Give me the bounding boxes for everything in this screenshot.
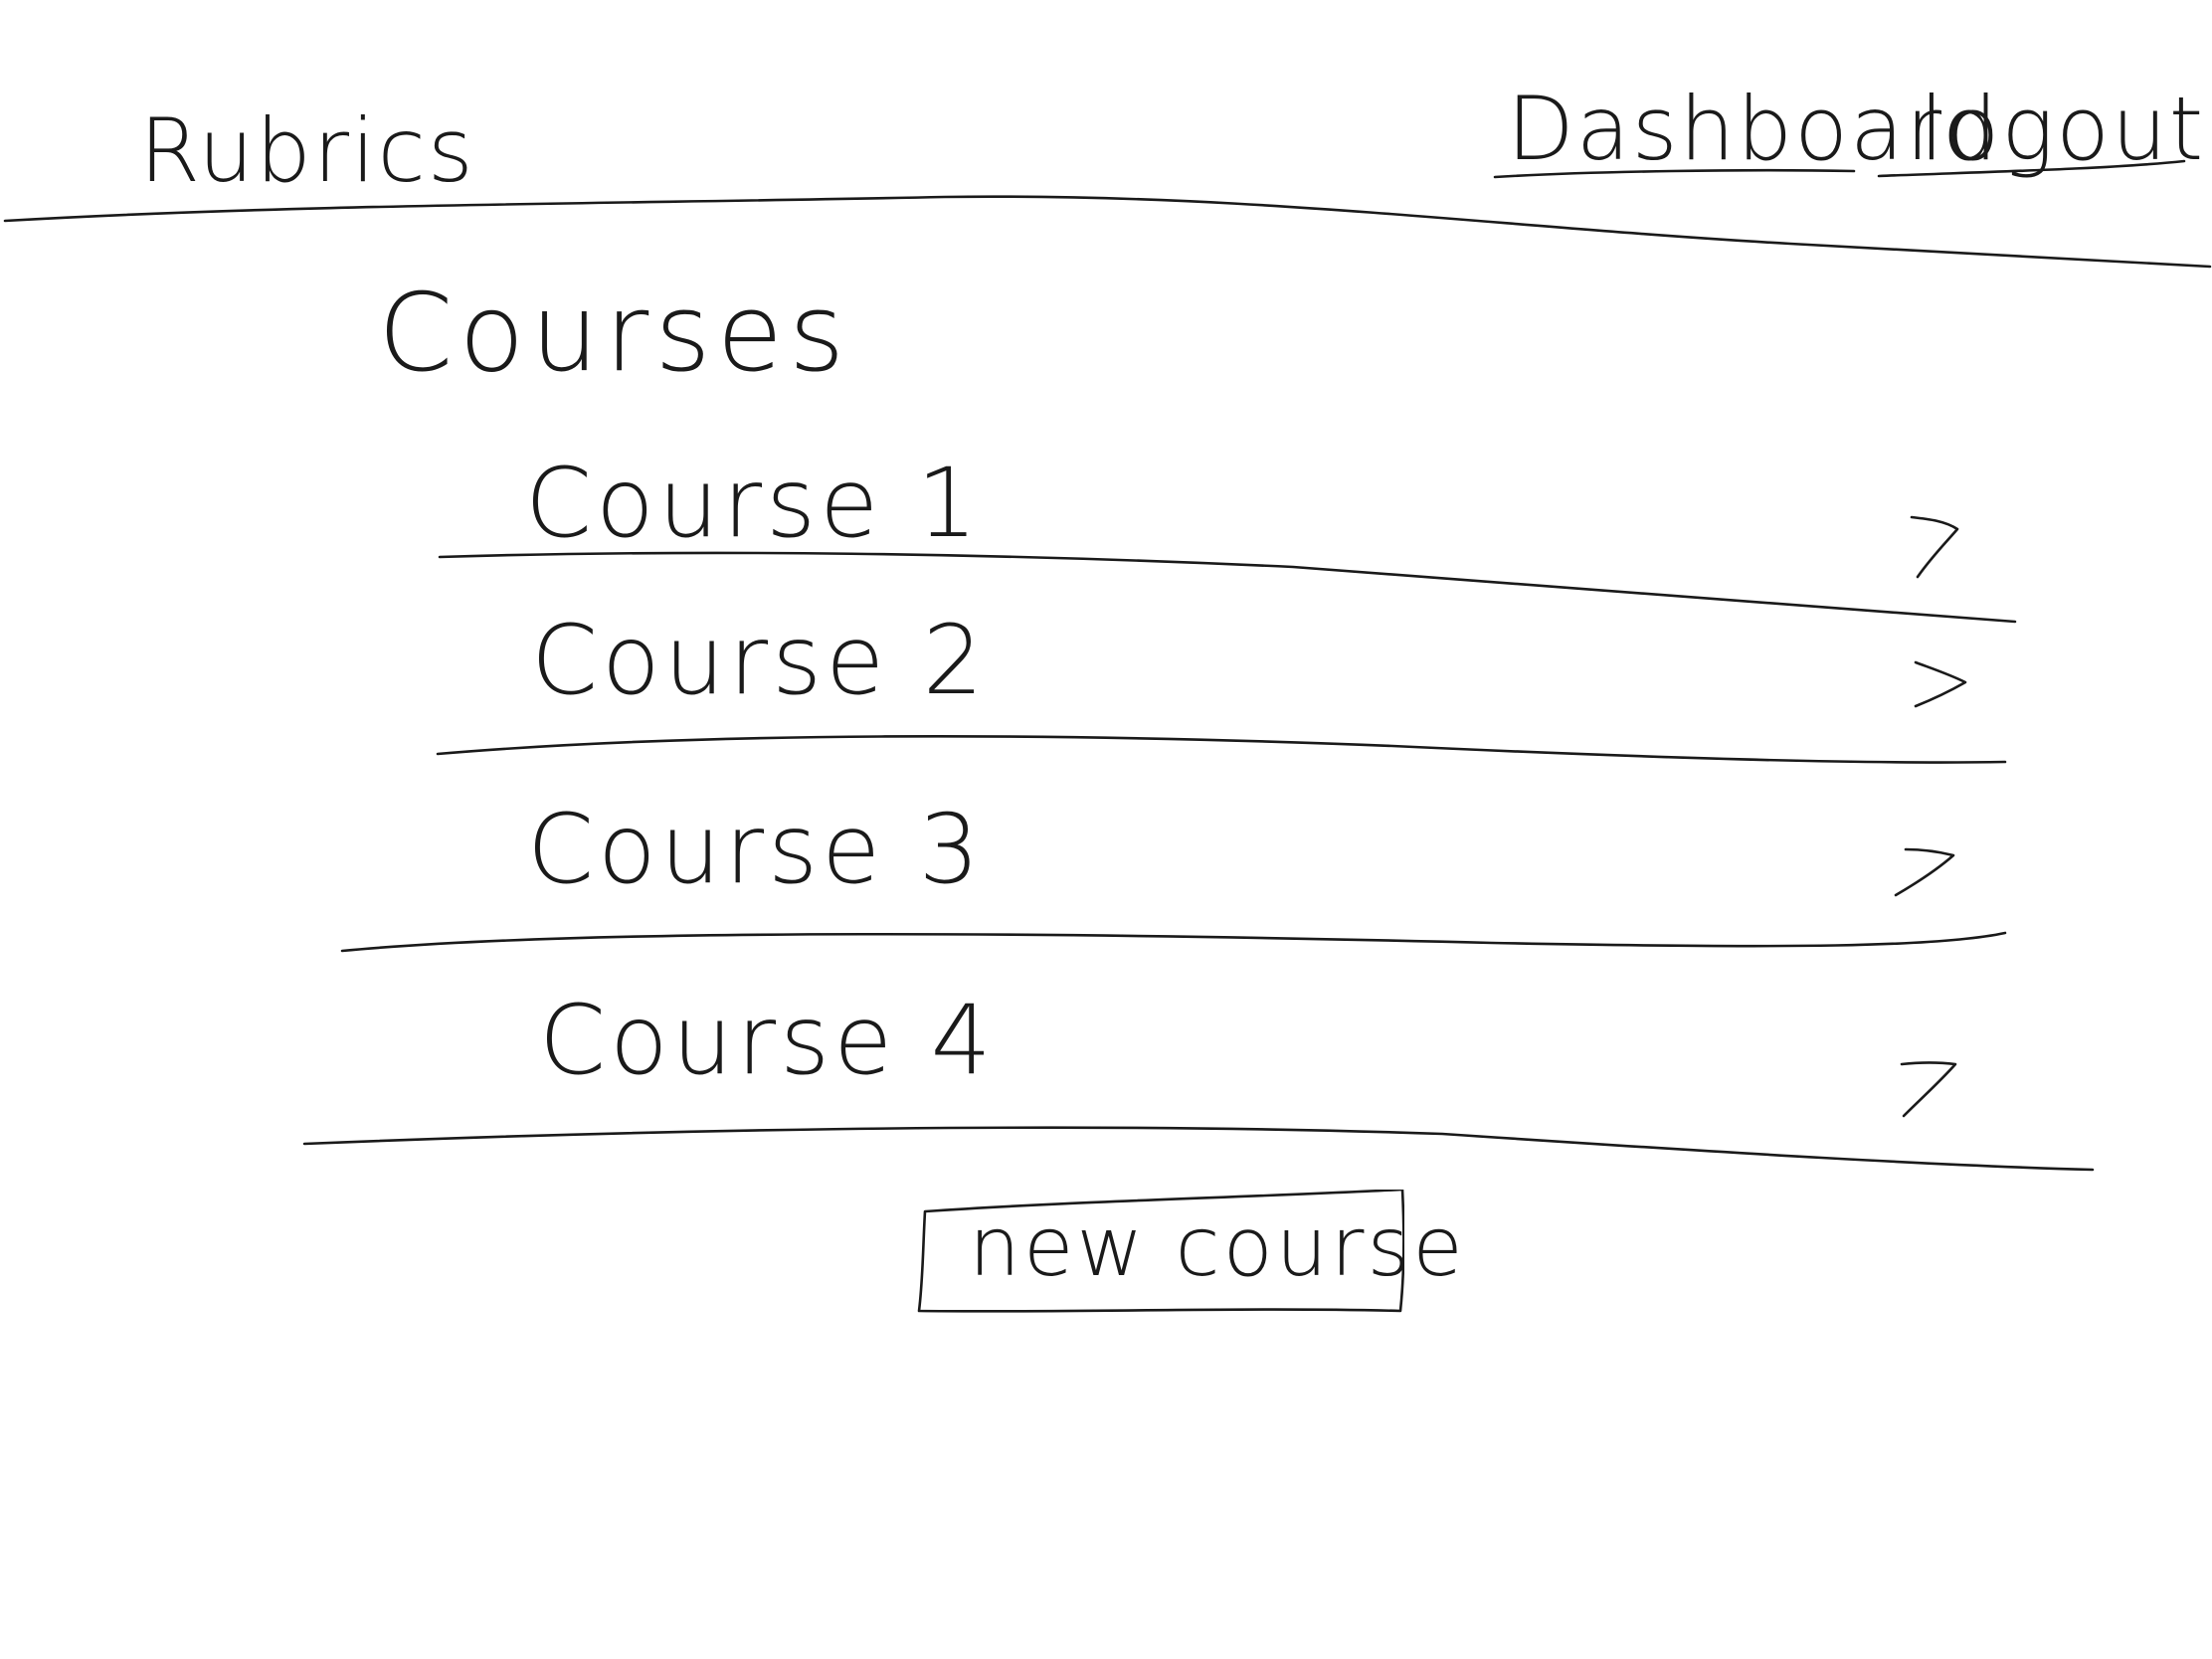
new-course-label: new course [969, 1200, 1466, 1295]
chevron-right-icon [1910, 507, 1969, 587]
course-label: Course 2 [531, 605, 988, 716]
row-divider-3 [340, 931, 2007, 953]
chevron-right-icon [1914, 656, 1973, 736]
row-divider-4 [302, 1126, 2095, 1172]
course-row-1[interactable]: Course 1 [328, 438, 2019, 579]
course-row-2[interactable]: Course 2 [328, 597, 2019, 746]
new-course-button[interactable]: new course [917, 1190, 1463, 1313]
course-row-4[interactable]: Course 4 [328, 985, 2019, 1134]
app-title: Rubrics [139, 99, 475, 202]
course-row-3[interactable]: Course 3 [328, 786, 2019, 935]
header-divider [3, 195, 2212, 269]
course-label: Course 4 [539, 985, 996, 1096]
course-label: Course 1 [525, 448, 982, 559]
nav-link-logout[interactable]: logout [1920, 78, 2206, 180]
course-label: Course 3 [527, 794, 984, 905]
button-border [917, 1190, 1404, 1313]
chevron-right-icon [1896, 1058, 1957, 1138]
page-title: Courses [378, 272, 851, 396]
nav-link-dashboard[interactable]: Dashboard [1507, 78, 2000, 180]
chevron-right-icon [1892, 843, 1955, 923]
